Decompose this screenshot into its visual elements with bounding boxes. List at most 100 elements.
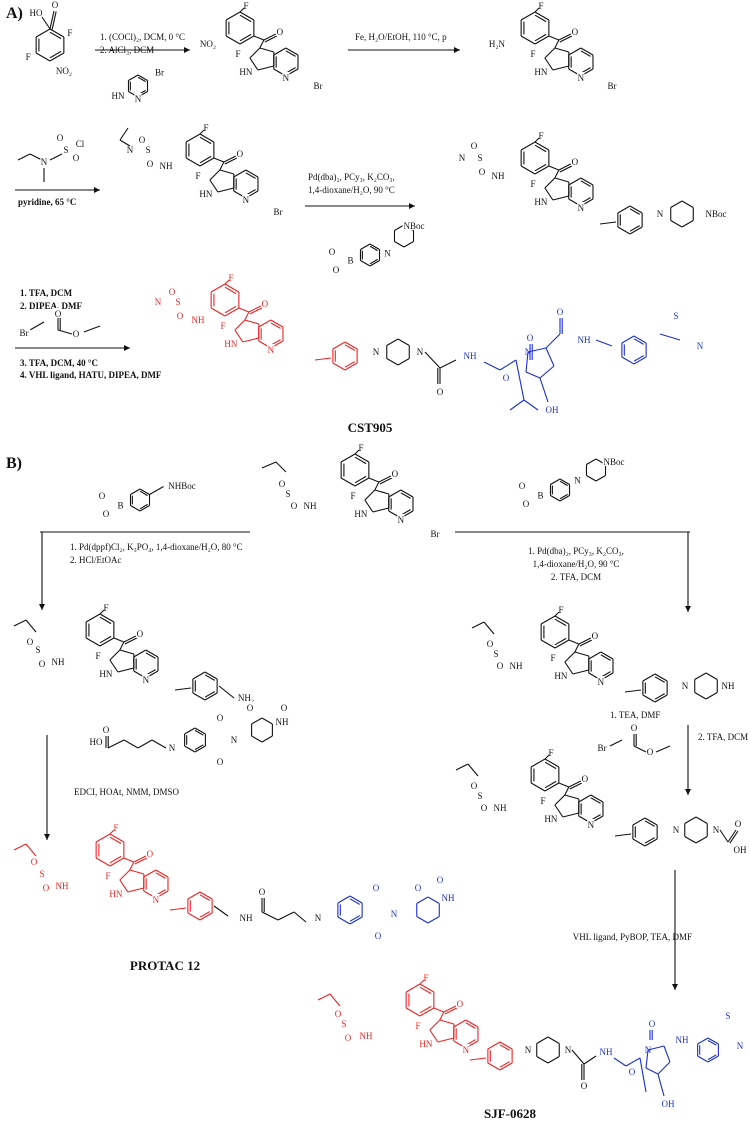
atom-backing (126, 144, 134, 154)
ring-bond (427, 896, 440, 904)
atom-backing (51, 656, 65, 666)
atom-label: S (63, 145, 68, 155)
atom-label: F (550, 653, 555, 663)
ring-bond (354, 477, 370, 487)
atom-label: Br (155, 68, 164, 78)
ring-double-bond (644, 820, 655, 827)
ring-bond (554, 615, 570, 625)
atom-backing (99, 668, 113, 678)
ring-bond (645, 1067, 659, 1075)
atom-backing (476, 790, 484, 800)
atom-label: O (333, 265, 340, 275)
ring-bond (580, 47, 594, 56)
ring-double-bond (559, 493, 568, 500)
ring-bond (554, 794, 566, 806)
ring-bond (580, 177, 594, 186)
bond (113, 637, 125, 643)
atom-label: HN (419, 1039, 432, 1049)
conditions-text: 3. TFA, DCM, 40 °C (20, 358, 98, 368)
conditions-text: Fe, H₂O/EtOH, 110 °C, p (355, 32, 447, 42)
atom-label: NH (492, 171, 505, 181)
atom-label: HO (30, 8, 43, 18)
atom-backing (236, 148, 244, 158)
ring-bond (372, 507, 389, 513)
double-bond (248, 305, 262, 313)
bond (534, 137, 540, 143)
ring-bond (85, 637, 101, 647)
bond (595, 339, 613, 347)
ring-bond (270, 319, 284, 328)
atom-backing (303, 500, 317, 510)
ring-bond (568, 177, 582, 186)
atom-label: N (315, 913, 322, 923)
ring-bond (187, 891, 201, 900)
atom-backing (577, 334, 591, 344)
atom-backing (390, 908, 398, 918)
ring-double-bond (199, 155, 212, 164)
atom-backing (733, 844, 747, 854)
atom-backing (591, 630, 599, 640)
ring-bond (204, 671, 218, 680)
atom-backing (62, 144, 70, 154)
ring-double-bond (534, 144, 547, 153)
product-name-sjf0628: SJF-0628 (484, 1106, 537, 1121)
atom-backing (571, 26, 579, 36)
bond (244, 311, 250, 321)
double-bond (133, 855, 147, 863)
bond (13, 619, 27, 627)
ring-bond (397, 338, 410, 346)
ring-double-bond (554, 637, 567, 646)
atom-backing (681, 680, 689, 690)
ring-double-bond (349, 898, 360, 905)
ring-bond (360, 243, 371, 250)
atom-label: N (737, 1041, 744, 1051)
atom-backing (672, 310, 680, 320)
ring-bond (249, 57, 259, 71)
atom-label: N (243, 195, 250, 205)
conditions-text: 2. AlCl₃, DCM (100, 45, 154, 55)
atom-label: F (558, 605, 563, 615)
atom-label: O (237, 149, 244, 159)
ring-bond (544, 187, 554, 201)
atom-label: N (268, 345, 275, 355)
atom-label: O (392, 469, 399, 479)
conditions-text: 2. TFA, DCM (698, 732, 748, 742)
atom-backing (153, 66, 166, 77)
atom-label: O (481, 803, 488, 813)
atom-label: NH (52, 657, 65, 667)
ring-bond (539, 365, 555, 379)
bond (354, 449, 360, 455)
atom-label: O (259, 887, 266, 897)
bond (151, 739, 167, 749)
conditions-text: 2. HCl/EtOAc (70, 555, 122, 565)
atom-label: O (39, 659, 46, 669)
conditions-text: 1. TEA, DMF (610, 710, 660, 720)
atom-backing (383, 247, 392, 258)
atom-label: N (283, 73, 290, 83)
double-bond (578, 637, 592, 645)
ring-bond (386, 358, 399, 366)
ring-double-bond (354, 456, 367, 465)
ring-bond (657, 1061, 671, 1075)
bond (639, 1057, 647, 1093)
ring-bond (285, 47, 299, 56)
bond (199, 129, 205, 135)
atom-backing (216, 712, 224, 722)
bond (548, 165, 560, 171)
atom-label: O (497, 661, 504, 671)
bond (499, 359, 517, 371)
atom-label: HN (199, 189, 212, 199)
ring-bond (225, 35, 241, 45)
ring-bond (487, 1062, 501, 1071)
atom-backing (536, 489, 545, 500)
double-bond (579, 639, 593, 647)
atom-backing (628, 1066, 636, 1076)
atom-backing (428, 528, 442, 538)
ring-double-bond (707, 1039, 717, 1046)
bond (568, 639, 580, 645)
ring-bond (119, 649, 135, 655)
atom-backing (239, 912, 253, 922)
ring-bond (95, 833, 111, 843)
atom-label: N (373, 347, 380, 357)
